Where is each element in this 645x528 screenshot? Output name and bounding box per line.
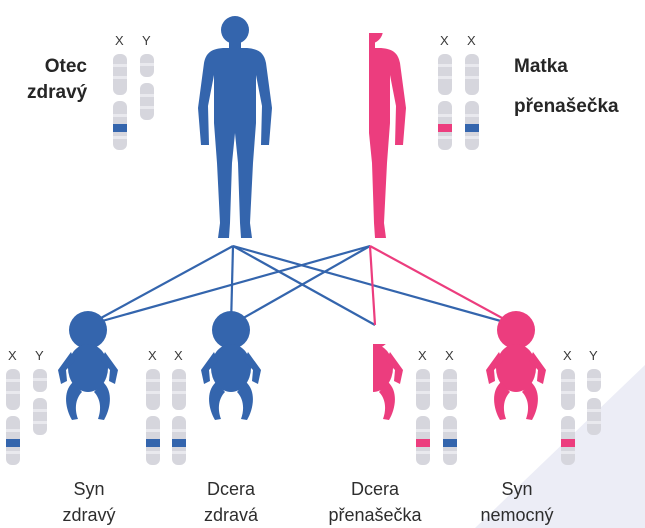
father-label-line2: zdravý bbox=[27, 80, 87, 106]
mother-chr-1-gene-band bbox=[438, 124, 452, 132]
child2-chr1-letter: X bbox=[148, 348, 157, 363]
child1-chr-1 bbox=[6, 369, 20, 465]
child3-label-line1: Dcera bbox=[310, 476, 440, 502]
child3-chr-1 bbox=[416, 369, 430, 465]
mother-chr-x2-letter: X bbox=[467, 33, 476, 48]
mother-chr-x1-letter: X bbox=[440, 33, 449, 48]
child2-chr-1 bbox=[146, 369, 160, 465]
child1-chr2-letter: Y bbox=[35, 348, 44, 363]
child-label-syn-zdravy: Syn zdravý bbox=[24, 476, 154, 528]
line-mother-child4 bbox=[370, 246, 515, 325]
child3-label-line2: přenašečka bbox=[310, 502, 440, 528]
child4-label-line1: Syn bbox=[452, 476, 582, 502]
child4-chr1-letter: X bbox=[563, 348, 572, 363]
father-chr-1 bbox=[113, 54, 127, 150]
child4-chr-1-gene-band bbox=[561, 439, 575, 447]
mother-label: Matka přenašečka bbox=[514, 80, 619, 132]
child-label-syn-nemocny: Syn nemocný bbox=[452, 476, 582, 528]
line-father-child1 bbox=[88, 246, 233, 325]
mother-chr-2-gene-band bbox=[465, 124, 479, 132]
baby-figure-dcera-zdrava bbox=[201, 311, 261, 420]
child-label-dcera-prenasecka: Dcera přenašečka bbox=[310, 476, 440, 528]
child3-chr-2-gene-band bbox=[443, 439, 457, 447]
child3-chr1-letter: X bbox=[418, 348, 427, 363]
inheritance-lines bbox=[88, 246, 515, 325]
child1-label-line2: zdravý bbox=[24, 502, 154, 528]
father-chr-y-letter: Y bbox=[142, 33, 151, 48]
father-chr-x-letter: X bbox=[115, 33, 124, 48]
mother-label-line1: Matka bbox=[514, 54, 619, 80]
child4-chr2-letter: Y bbox=[589, 348, 598, 363]
line-mother-child2 bbox=[231, 246, 370, 325]
child2-chr-2 bbox=[172, 369, 186, 465]
chromosome-groups bbox=[6, 54, 601, 465]
child1-chr1-letter: X bbox=[8, 348, 17, 363]
father-figure bbox=[198, 16, 272, 238]
baby-figure-syn-zdravy bbox=[58, 311, 118, 420]
child2-chr-1-gene-band bbox=[146, 439, 160, 447]
child4-label-line2: nemocný bbox=[452, 502, 582, 528]
child2-chr-2-gene-band bbox=[172, 439, 186, 447]
child3-chr2-letter: X bbox=[445, 348, 454, 363]
child1-chr-2 bbox=[33, 369, 47, 435]
mother-chr-1 bbox=[438, 54, 452, 150]
mother-label-line2: přenašečka bbox=[514, 94, 619, 120]
baby-figure-syn-nemocny bbox=[486, 311, 546, 420]
baby-figure-dcera-prenasecka bbox=[343, 311, 403, 420]
father-label-line1: Otec bbox=[27, 54, 87, 80]
child2-label-line1: Dcera bbox=[166, 476, 296, 502]
line-father-child3 bbox=[233, 246, 375, 325]
child-label-dcera-zdrava: Dcera zdravá bbox=[166, 476, 296, 528]
father-chr-2 bbox=[140, 54, 154, 120]
mother-chr-2 bbox=[465, 54, 479, 150]
child2-chr2-letter: X bbox=[174, 348, 183, 363]
child4-chr-1 bbox=[561, 369, 575, 465]
child3-chr-2 bbox=[443, 369, 457, 465]
father-chr-1-gene-band bbox=[113, 124, 127, 132]
father-label: Otec zdravý bbox=[27, 54, 87, 106]
child1-label-line1: Syn bbox=[24, 476, 154, 502]
child2-label-line2: zdravá bbox=[166, 502, 296, 528]
child1-chr-1-gene-band bbox=[6, 439, 20, 447]
mother-figure bbox=[332, 16, 406, 238]
child3-chr-1-gene-band bbox=[416, 439, 430, 447]
child4-chr-2 bbox=[587, 369, 601, 435]
